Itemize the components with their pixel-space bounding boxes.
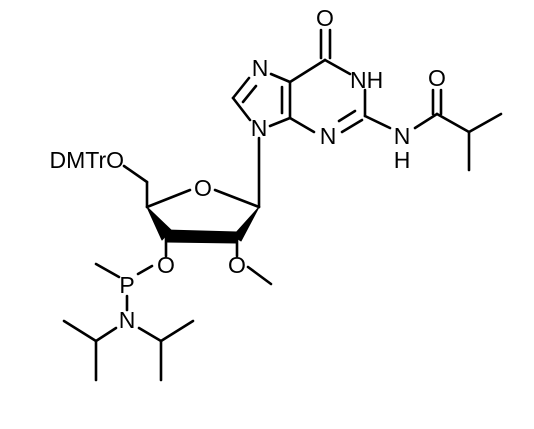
bond-n3-c4 bbox=[288, 116, 316, 134]
bond-c5-n7 bbox=[269, 72, 292, 84]
atom-label-nh-1: NH bbox=[350, 67, 383, 93]
bond-c2-n3-double-2 bbox=[337, 109, 357, 123]
bond-c2-n3-double-1 bbox=[340, 118, 364, 134]
bond-c8-n9 bbox=[231, 96, 252, 122]
atom-label-o-amide: O bbox=[428, 65, 446, 91]
atom-label-h-amide: H bbox=[394, 147, 411, 173]
atom-label-n-amine: N bbox=[119, 307, 136, 333]
bond-c5prime-o5prime bbox=[122, 164, 149, 184]
atom-label-dmtr-o: DMTrO bbox=[49, 147, 124, 173]
bond-co-ch bbox=[435, 112, 471, 134]
atom-label-n9: N bbox=[251, 115, 268, 141]
atom-label-o-2prime: O bbox=[228, 252, 246, 278]
atom-label-o-carbonyl: O bbox=[316, 5, 334, 31]
bond-p-ch3 bbox=[94, 262, 121, 279]
bond-n7-c8-double-2 bbox=[241, 84, 258, 104]
bond-n7-c8-double-1 bbox=[231, 76, 251, 100]
bond-o4prime-c4prime bbox=[145, 188, 192, 209]
atom-label-p: P bbox=[119, 272, 134, 298]
atom-label-o-3prime: O bbox=[157, 252, 175, 278]
bond-c5-c6 bbox=[288, 58, 327, 84]
bond-c2-nh bbox=[363, 114, 392, 130]
bond-c6-n1 bbox=[323, 58, 352, 76]
wedge-c3prime-c2prime bbox=[165, 229, 238, 244]
bond-ch-ch3-a bbox=[467, 112, 503, 134]
bond-o3prime-p bbox=[136, 264, 154, 276]
atom-label-n-amide: N bbox=[394, 123, 411, 149]
atom-label-n7: N bbox=[252, 55, 269, 81]
atom-label-o-ring: O bbox=[194, 175, 212, 201]
bond-nh-co bbox=[413, 112, 439, 130]
bond-ch-right-me-a bbox=[159, 319, 195, 343]
bond-n-ch-right bbox=[137, 326, 163, 343]
bond-n-ch-left bbox=[94, 326, 118, 343]
bond-o2prime-ch3 bbox=[246, 265, 273, 286]
bond-n9-c4 bbox=[268, 116, 292, 128]
atom-label-n3: N bbox=[320, 123, 337, 149]
bond-c1prime-o4prime bbox=[213, 188, 261, 209]
bond-ch-left-me-a bbox=[62, 319, 98, 343]
